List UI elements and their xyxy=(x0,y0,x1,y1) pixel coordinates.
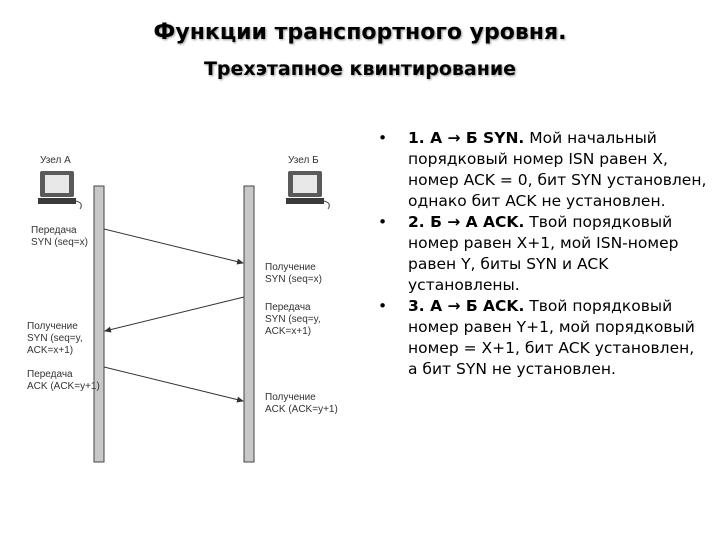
a-send-syn-label: Передача SYN (seq=x) xyxy=(31,225,88,248)
b-send-synack-label: Передача SYN (seq=y, ACK=x+1) xyxy=(265,302,323,337)
timeline-b xyxy=(243,185,255,463)
step-text: Мой начальный порядковый номер ISN равен… xyxy=(408,129,707,210)
computer-icon xyxy=(38,171,82,210)
step-text: Твой порядковый номер равен Y+1, мой пор… xyxy=(408,297,695,378)
step-head: 3. А → Б ACK. xyxy=(408,297,525,315)
a-send-ack-label: Передача ACK (ACK=y+1) xyxy=(27,369,100,392)
b-recv-syn-label: Получение SYN (seq=x) xyxy=(265,262,322,285)
handshake-diagram: Узел А Узел Б Передача SYN (seq=x) Получ… xyxy=(27,155,338,463)
ack-arrow xyxy=(103,366,244,403)
page-title: Функции транспортного уровня. xyxy=(153,20,567,45)
step-text: Твой порядковый номер равен X+1, мой ISN… xyxy=(408,213,679,294)
node-a-label: Узел А xyxy=(40,155,71,166)
synack-arrow xyxy=(104,296,245,333)
page-subtitle: Трехэтапное квинтирование xyxy=(203,58,517,80)
a-recv-synack-label: Получение SYN (seq=y, ACK=x+1) xyxy=(27,321,85,356)
step-head: 2. Б → А ACK. xyxy=(408,213,525,231)
timeline-a xyxy=(93,185,105,463)
step-head: 1. А → Б SYN. xyxy=(408,129,525,147)
steps-list: 1. А → Б SYN. Мой начальный порядковый н… xyxy=(378,128,708,380)
step-item: 3. А → Б ACK. Твой порядковый номер раве… xyxy=(378,296,708,380)
step-item: 1. А → Б SYN. Мой начальный порядковый н… xyxy=(378,128,708,212)
computer-icon xyxy=(286,171,330,210)
syn-arrow xyxy=(103,228,244,265)
b-recv-ack-label: Получение ACK (ACK=y+1) xyxy=(265,392,338,415)
step-item: 2. Б → А ACK. Твой порядковый номер раве… xyxy=(378,212,708,296)
node-b-label: Узел Б xyxy=(288,155,319,166)
